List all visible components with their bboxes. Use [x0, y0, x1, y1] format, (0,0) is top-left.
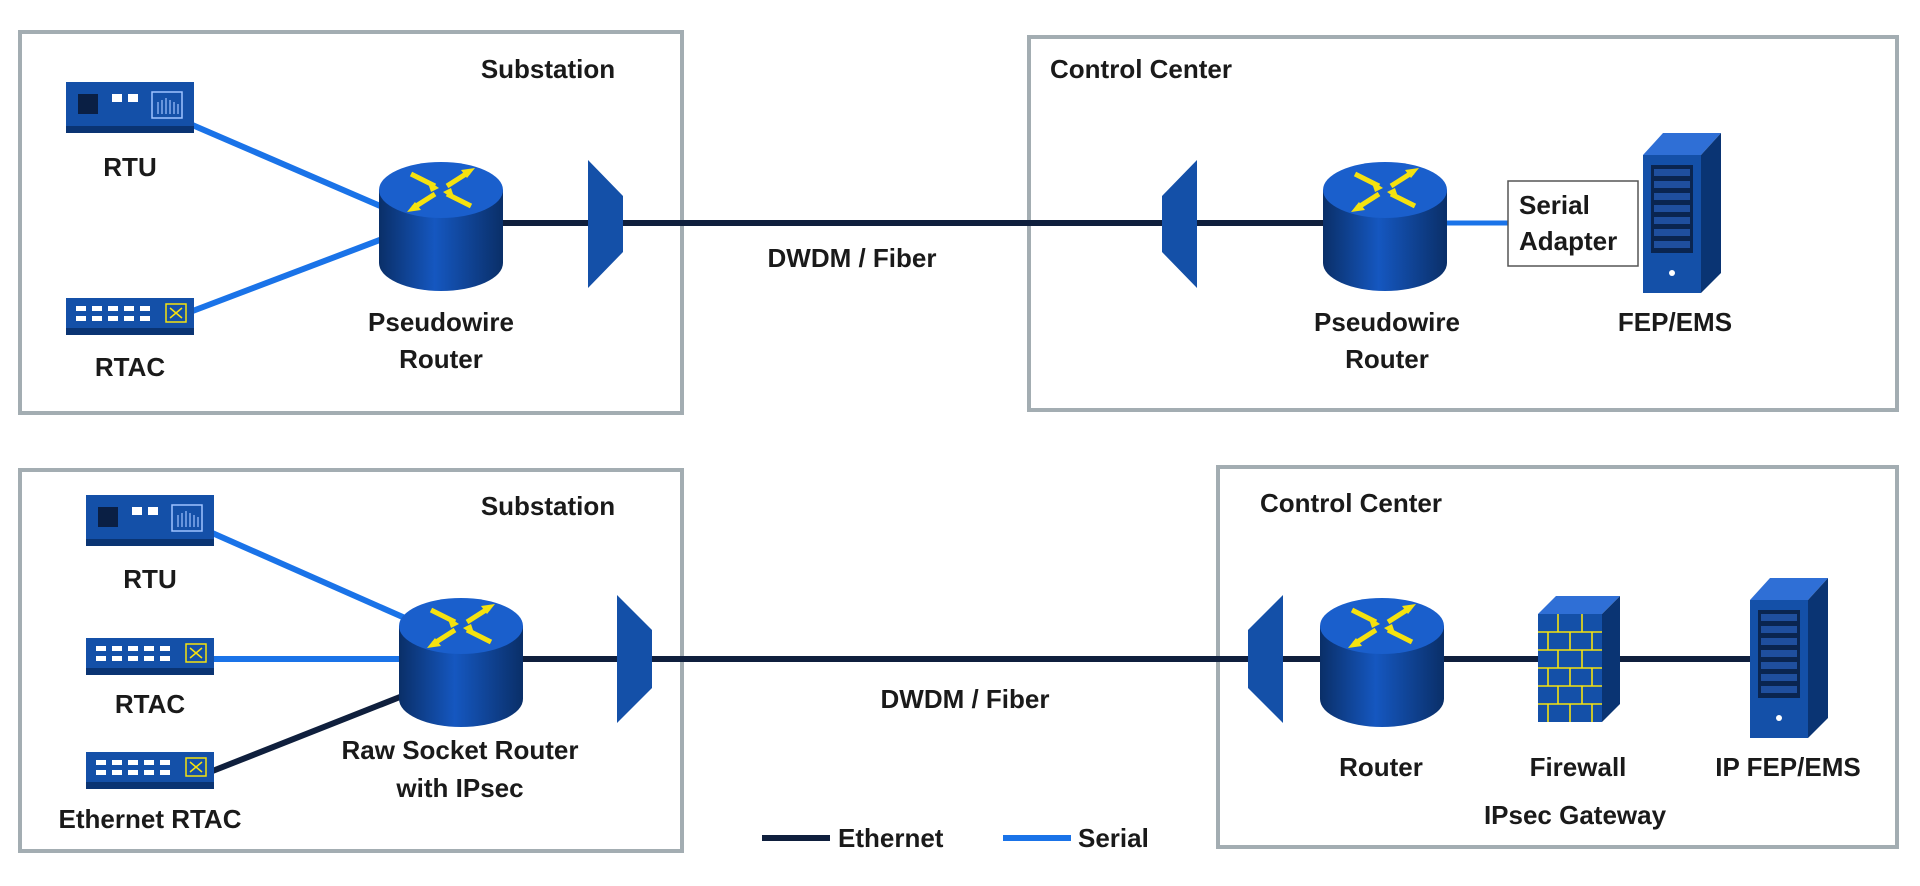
serial-link-rtu-bottom — [208, 529, 407, 621]
router-icon-cc-bottom — [1320, 598, 1444, 727]
legend-serial-label: Serial — [1078, 823, 1149, 853]
ipsec-gateway-label: IPsec Gateway — [1484, 800, 1667, 830]
serial-link-rtu-top — [188, 121, 387, 211]
cc-router-label-line1-top: Pseudowire — [1314, 307, 1460, 337]
serial-adapter-label-line1: Serial — [1519, 190, 1590, 220]
server-label-top: FEP/EMS — [1618, 307, 1732, 337]
legend-ethernet-label: Ethernet — [838, 823, 944, 853]
server-icon-top — [1643, 133, 1721, 293]
substation-title-top: Substation — [481, 54, 615, 84]
rtu-icon-bottom — [85, 494, 215, 547]
rtu-label-bottom: RTU — [123, 564, 176, 594]
server-label-bottom: IP FEP/EMS — [1715, 752, 1860, 782]
router-label-line2-top: Router — [399, 344, 483, 374]
cc-router-label-bottom: Router — [1339, 752, 1423, 782]
serial-link-rtac-top — [188, 235, 387, 315]
control-center-title-top: Control Center — [1050, 54, 1232, 84]
rtac-icon-bottom — [85, 637, 215, 676]
raw-socket-router-icon-bottom — [399, 598, 523, 727]
rtac-icon-top — [65, 297, 195, 336]
legend: Ethernet Serial — [762, 823, 1149, 853]
firewall-label: Firewall — [1530, 752, 1627, 782]
rtac-label-bottom: RTAC — [115, 689, 186, 719]
dwdm-mux-icon-left-top — [588, 160, 623, 288]
ethernet-rtac-label-bottom: Ethernet RTAC — [59, 804, 242, 834]
link-label-top: DWDM / Fiber — [768, 243, 937, 273]
ip-server-icon-bottom — [1750, 578, 1828, 738]
bottom-diagram: Substation Control Center RTU RTAC Ether… — [18, 465, 1899, 853]
router-label-line1-bottom: Raw Socket Router — [342, 735, 579, 765]
rtu-label-top: RTU — [103, 152, 156, 182]
link-label-bottom: DWDM / Fiber — [881, 684, 1050, 714]
dwdm-mux-icon-left-bottom — [617, 595, 652, 723]
ethernet-rtac-icon-bottom — [85, 751, 215, 790]
serial-adapter-label-line2: Adapter — [1519, 226, 1617, 256]
serial-adapter-box — [1507, 180, 1639, 267]
control-center-title-bottom: Control Center — [1260, 488, 1442, 518]
pseudowire-router-icon-cc-top — [1323, 162, 1447, 291]
router-label-line2-bottom: with IPsec — [395, 773, 523, 803]
substation-title-bottom: Substation — [481, 491, 615, 521]
firewall-icon — [1537, 595, 1621, 723]
router-label-line1-top: Pseudowire — [368, 307, 514, 337]
dwdm-mux-icon-right-bottom — [1248, 595, 1283, 723]
pseudowire-router-icon-top — [379, 162, 503, 291]
dwdm-mux-icon-right-top — [1162, 160, 1197, 288]
cc-router-label-line2-top: Router — [1345, 344, 1429, 374]
ethernet-link-rtac-bottom — [208, 692, 407, 775]
rtu-icon-top — [65, 81, 195, 134]
top-diagram: Substation Control Center RTU RTAC Pseud… — [18, 30, 1899, 415]
rtac-label-top: RTAC — [95, 352, 166, 382]
